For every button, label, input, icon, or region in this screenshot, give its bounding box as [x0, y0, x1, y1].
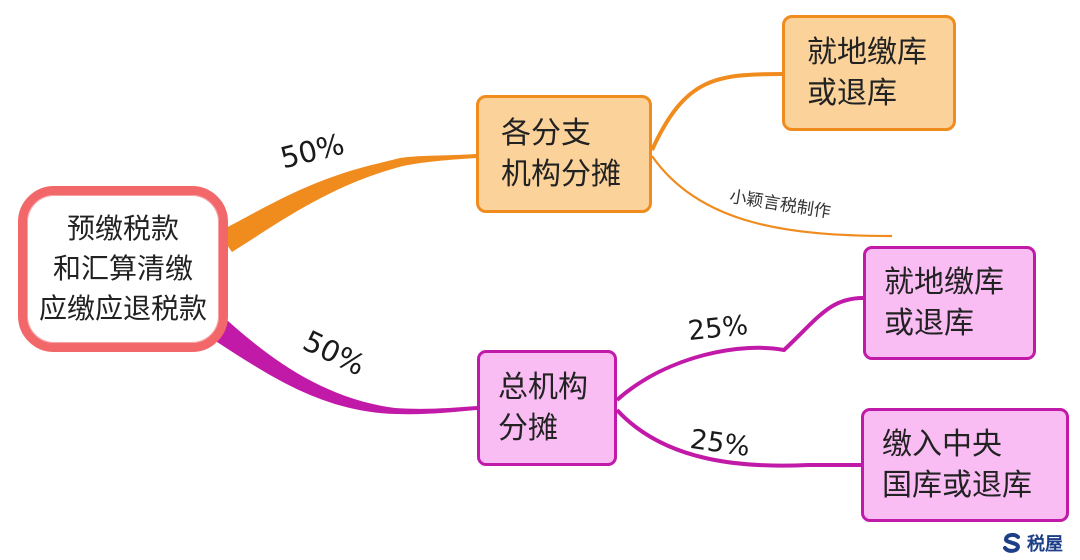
leaf-node-b1: 就地缴库 或退库 — [863, 246, 1036, 360]
branch-node-b-label: 总机构 分摊 — [498, 369, 588, 446]
leaf-node-a: 就地缴库 或退库 — [782, 15, 956, 131]
watermark-text: 税屋 — [1027, 534, 1063, 555]
root-node-label: 预缴税款 和汇算清缴 应缴应退税款 — [38, 212, 207, 325]
watermark-logo: 税屋 — [1001, 530, 1063, 556]
leaf-node-b1-label: 就地缴库 或退库 — [884, 264, 1004, 341]
leaf-node-a-label: 就地缴库 或退库 — [807, 34, 927, 111]
connector-branch-b-to-leaf-1 — [615, 296, 864, 402]
branch-node-b: 总机构 分摊 — [477, 350, 617, 466]
connector-branch-a-credit-arc — [651, 155, 893, 238]
connector-root-to-branch-a — [218, 154, 476, 252]
root-node: 预缴税款 和汇算清缴 应缴应退税款 — [18, 186, 228, 352]
leaf-b1-percent: 25% — [686, 309, 750, 348]
branch-node-a: 各分支 机构分摊 — [476, 95, 652, 213]
s-logo-icon — [1003, 532, 1021, 553]
leaf-node-b2-label: 缴入中央 国库或退库 — [882, 426, 1032, 503]
connector-branch-a-to-leaf — [650, 72, 783, 151]
connector-root-to-branch-b — [214, 312, 477, 415]
branch-node-a-label: 各分支 机构分摊 — [501, 115, 621, 192]
connector-branch-b-to-leaf-2 — [615, 408, 861, 468]
leaf-node-b2: 缴入中央 国库或退库 — [861, 408, 1069, 522]
